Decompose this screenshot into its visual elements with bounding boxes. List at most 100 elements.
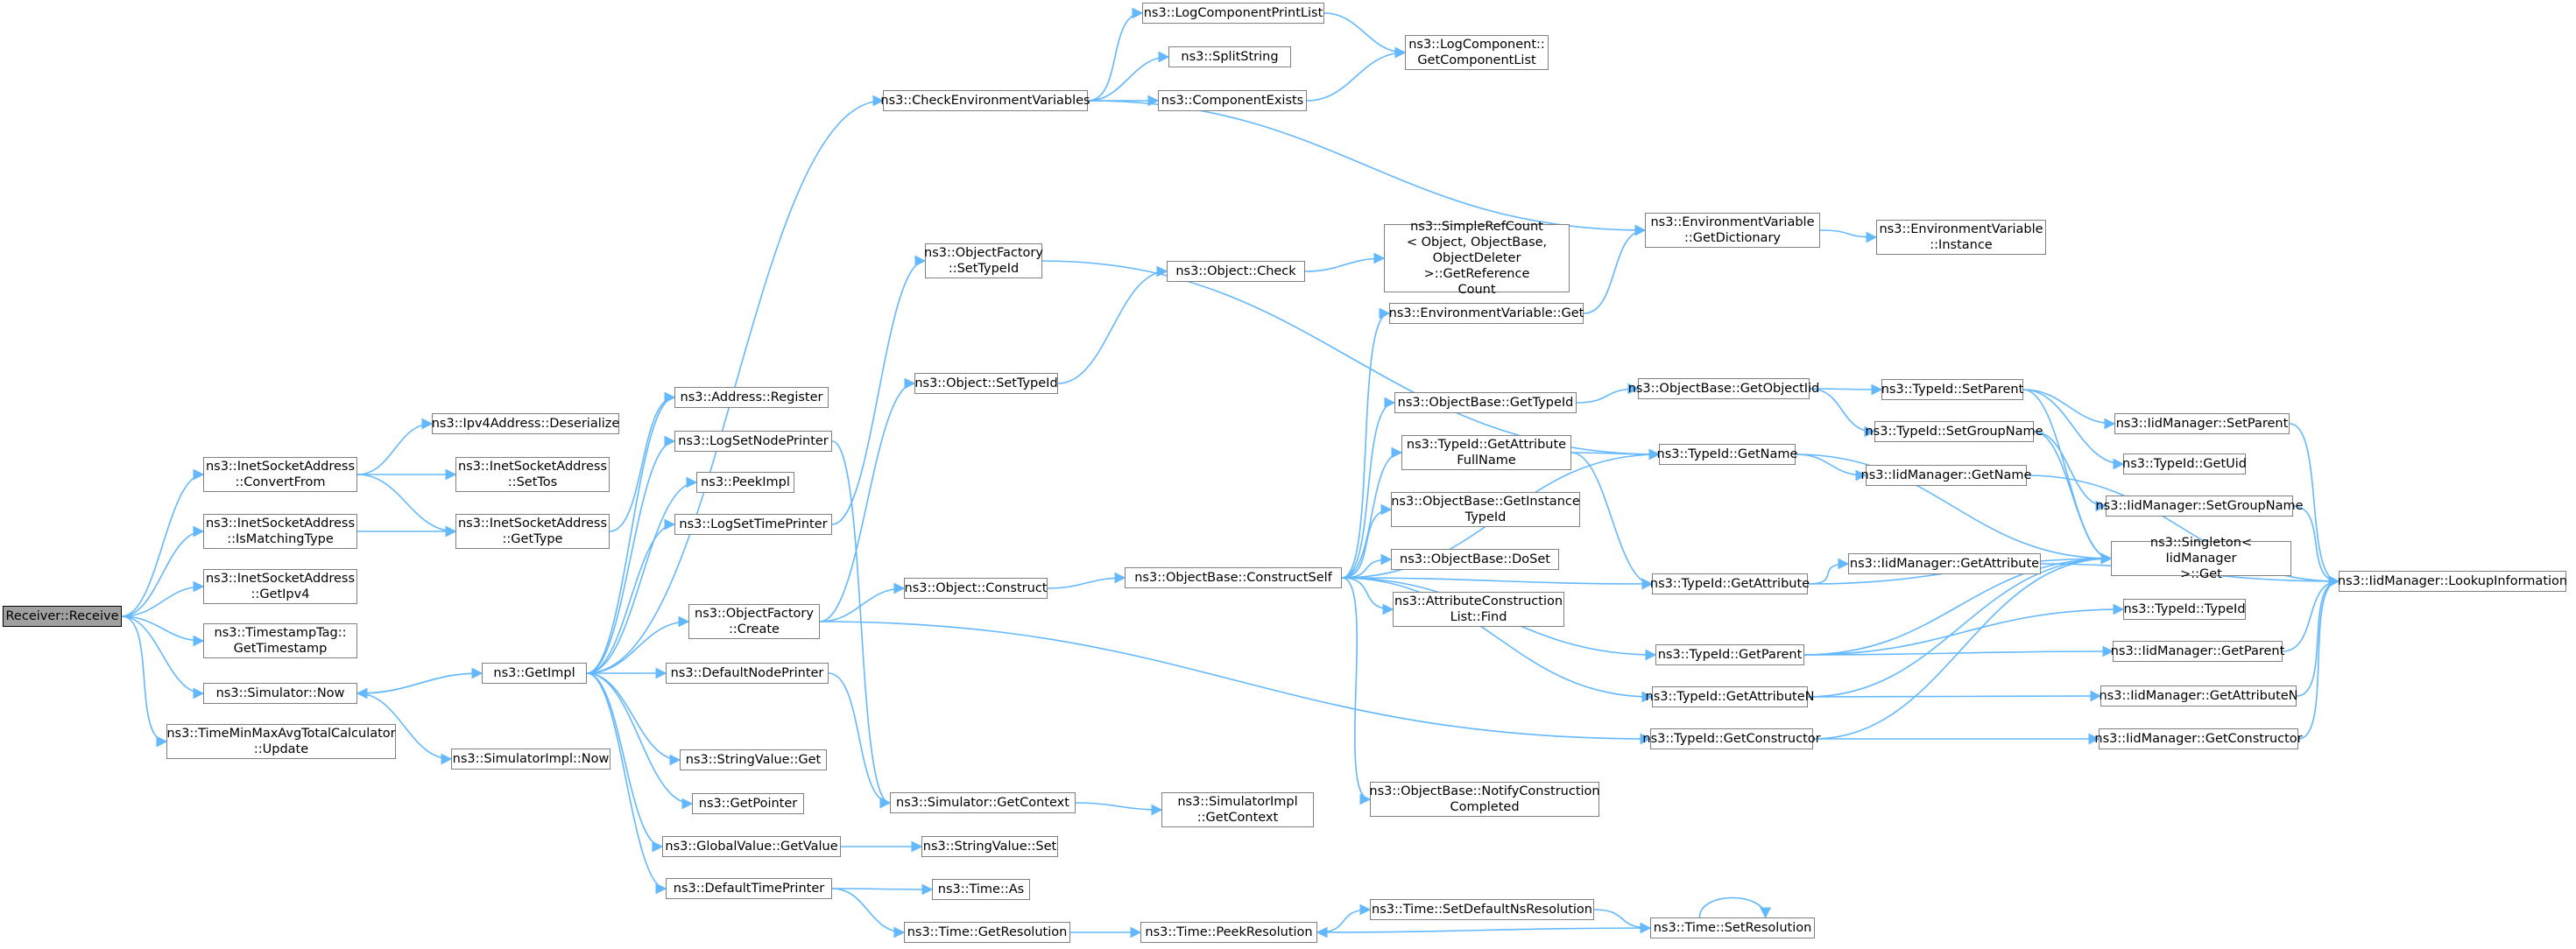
node-ns3-typeid-getuid[interactable]: ns3::TypeId::GetUid (2122, 453, 2247, 474)
node-ns3-simulator-now[interactable]: ns3::Simulator::Now (203, 683, 357, 704)
node-ns3-getpointer[interactable]: ns3::GetPointer (692, 793, 804, 814)
node-ns3-iidmanager-getattributen[interactable]: ns3::IidManager::GetAttributeN (2099, 685, 2298, 706)
node-ns3-defaultnodeprinter[interactable]: ns3::DefaultNodePrinter (666, 663, 829, 684)
node-ns3-stringvalue-get[interactable]: ns3::StringValue::Get (680, 749, 827, 770)
edge-n41-n50 (1570, 452, 1654, 590)
edge-n10-n21 (586, 672, 667, 895)
node-ns3-checkenvironmentvariables[interactable]: ns3::CheckEnvironmentVariables (880, 90, 1090, 111)
edge-n57-n60 (2033, 431, 2113, 565)
edge-n34-n40 (1341, 397, 1396, 579)
node-ns3-inetsocketaddress-convertfrom[interactable]: ns3::InetSocketAddress ::ConvertFrom (203, 457, 357, 492)
node-ns3-typeid-getconstructor[interactable]: ns3::TypeId::GetConstructor (1642, 728, 1821, 749)
node-ns3-objectfactory-create[interactable]: ns3::ObjectFactory ::Create (688, 604, 820, 639)
node-ns3-inetsocketaddress-getipv4[interactable]: ns3::InetSocketAddress ::GetIpv4 (203, 569, 357, 604)
node-ns3-typeid-setgroupname[interactable]: ns3::TypeId::SetGroupName (1865, 421, 2043, 442)
node-ns3-inetsocketaddress-gettype[interactable]: ns3::InetSocketAddress ::GetType (455, 514, 610, 549)
edge-n0-n5 (121, 615, 205, 699)
node-ns3-iidmanager-getparent[interactable]: ns3::IidManager::GetParent (2111, 641, 2284, 662)
node-ns3-stringvalue-set[interactable]: ns3::StringValue::Set (921, 836, 1058, 857)
node-ns3-ipv4address-deserialize[interactable]: ns3::Ipv4Address::Deserialize (432, 413, 619, 434)
edge-n0-n3 (121, 580, 205, 617)
node-ns3-objectbase-constructself[interactable]: ns3::ObjectBase::ConstructSelf (1125, 567, 1342, 588)
node-ns3-environmentvariable-instance[interactable]: ns3::EnvironmentVariable ::Instance (1876, 220, 2046, 255)
node-ns3-typeid-getattribute[interactable]: ns3::TypeId::GetAttribute (1650, 573, 1810, 594)
node-ns3-iidmanager-getattribute[interactable]: ns3::IidManager::GetAttribute (1848, 553, 2041, 574)
node-ns3-object-settypeid[interactable]: ns3::Object::SetTypeId (914, 373, 1058, 394)
node-ns3-typeid-getparent[interactable]: ns3::TypeId::GetParent (1655, 644, 1804, 665)
node-ns3-simulatorimpl-now[interactable]: ns3::SimulatorImpl::Now (451, 749, 610, 770)
node-ns3-time-as[interactable]: ns3::Time::As (932, 879, 1030, 900)
node-ns3-defaulttimeprinter[interactable]: ns3::DefaultTimePrinter (666, 878, 832, 899)
node-ns3-peekimpl[interactable]: ns3::PeekImpl (696, 472, 794, 493)
node-ns3-objectfactory-settypeid[interactable]: ns3::ObjectFactory ::SetTypeId (924, 243, 1043, 278)
node-ns3-singleton-iidmanager-get[interactable]: ns3::Singleton< IidManager >::Get (2111, 536, 2291, 581)
node-ns3-iidmanager-getconstructor[interactable]: ns3::IidManager::GetConstructor (2094, 728, 2303, 749)
edge-n0-n4 (121, 615, 205, 647)
edge-n15-n23 (831, 255, 927, 525)
edge-n34-n41 (1341, 446, 1403, 579)
node-ns3-timestamptag-gettimestamp[interactable]: ns3::TimestampTag:: GetTimestamp (203, 623, 357, 658)
node-ns3-iidmanager-setparent[interactable]: ns3::IidManager::SetParent (2114, 413, 2290, 434)
edge-n48-n56 (1809, 383, 1883, 396)
edge-n63-n68 (2296, 575, 2340, 697)
node-ns3-iidmanager-setgroupname[interactable]: ns3::IidManager::SetGroupName (2095, 496, 2304, 517)
node-ns3-object-construct[interactable]: ns3::Object::Construct (904, 578, 1048, 599)
node-ns3-address-register[interactable]: ns3::Address::Register (674, 387, 829, 408)
edge-n34-n42 (1341, 503, 1393, 579)
node-ns3-iidmanager-getname[interactable]: ns3::IidManager::GetName (1861, 465, 2031, 486)
edge-n10-n13 (586, 435, 676, 674)
node-ns3-time-getresolution[interactable]: ns3::Time::GetResolution (904, 922, 1070, 943)
node-ns3-logsetnodeprinter[interactable]: ns3::LogSetNodePrinter (674, 431, 832, 452)
node-ns3-objectbase-doset[interactable]: ns3::ObjectBase::DoSet (1391, 549, 1559, 570)
edge-n62-n68 (2282, 575, 2340, 652)
edge-n21-n29 (831, 888, 906, 938)
edge-n10-n15 (586, 518, 676, 674)
edge-n10-n12 (586, 391, 676, 674)
node-ns3-inetsocketaddress-ismatchingtype[interactable]: ns3::InetSocketAddress ::IsMatchingType (203, 514, 357, 549)
node-ns3-objectbase-getinstance-typeid[interactable]: ns3::ObjectBase::GetInstance TypeId (1391, 492, 1580, 527)
node-ns3-attributeconstruction-list-find[interactable]: ns3::AttributeConstruction List::Find (1393, 592, 1564, 627)
edge-n34-n44 (1341, 577, 1394, 615)
node-ns3-logcomponentprintlist[interactable]: ns3::LogComponentPrintList (1142, 3, 1324, 24)
node-ns3-logcomponent-getcomponentlist[interactable]: ns3::LogComponent:: GetComponentList (1405, 35, 1549, 70)
node-ns3-globalvalue-getvalue[interactable]: ns3::GlobalValue::GetValue (662, 836, 841, 857)
node-ns3-inetsocketaddress-settos[interactable]: ns3::InetSocketAddress ::SetTos (455, 457, 610, 492)
node-ns3-timeminmaxavgtotalcalculator-update[interactable]: ns3::TimeMinMaxAvgTotalCalculator ::Upda… (166, 724, 396, 759)
node-ns3-objectbase-getobjectiid[interactable]: ns3::ObjectBase::GetObjectIid (1628, 378, 1819, 399)
node-ns3-splitstring[interactable]: ns3::SplitString (1168, 46, 1291, 67)
node-ns3-typeid-getattributen[interactable]: ns3::TypeId::GetAttributeN (1646, 686, 1815, 707)
node-ns3-object-check[interactable]: ns3::Object::Check (1167, 261, 1305, 282)
edge-n32-n37 (1306, 46, 1407, 102)
edge-n9-n12 (609, 391, 676, 532)
node-ns3-simplerefcount-object-objectbase-objectdeleter-getreference-count[interactable]: ns3::SimpleRefCount < Object, ObjectBase… (1384, 220, 1570, 297)
node-ns3-getimpl[interactable]: ns3::GetImpl (482, 663, 587, 684)
node-ns3-simulatorimpl-getcontext[interactable]: ns3::SimulatorImpl ::GetContext (1161, 792, 1314, 827)
node-ns3-typeid-typeid[interactable]: ns3::TypeId::TypeId (2123, 599, 2246, 620)
node-ns3-iidmanager-lookupinformation[interactable]: ns3::IidManager::LookupInformation (2338, 571, 2567, 592)
node-ns3-time-peekresolution[interactable]: ns3::Time::PeekResolution (1140, 922, 1317, 943)
edge-n54-n36 (1316, 926, 1651, 938)
node-ns3-simulator-getcontext[interactable]: ns3::Simulator::GetContext (890, 792, 1076, 813)
edge-n39-n47 (1583, 224, 1647, 314)
node-ns3-objectbase-notifyconstruction-completed[interactable]: ns3::ObjectBase::NotifyConstruction Comp… (1369, 782, 1600, 817)
edge-n34-n50 (1341, 577, 1654, 590)
node-ns3-environmentvariable-getdictionary[interactable]: ns3::EnvironmentVariable ::GetDictionary (1645, 213, 1820, 248)
edge-n51-n61 (1803, 603, 2125, 656)
node-ns3-logsettimeprinter[interactable]: ns3::LogSetTimePrinter (674, 514, 832, 535)
node-ns3-componentexists[interactable]: ns3::ComponentExists (1158, 90, 1307, 111)
node-ns3-typeid-getname[interactable]: ns3::TypeId::GetName (1657, 444, 1797, 465)
node-ns3-time-setresolution[interactable]: ns3::Time::SetResolution (1650, 917, 1815, 938)
node-ns3-objectbase-gettypeid[interactable]: ns3::ObjectBase::GetTypeId (1394, 392, 1577, 413)
node-ns3-typeid-setparent[interactable]: ns3::TypeId::SetParent (1881, 379, 2023, 400)
edge-n22-n47 (1087, 100, 1647, 236)
node-ns3-typeid-getattribute-fullname[interactable]: ns3::TypeId::GetAttribute FullName (1401, 435, 1571, 470)
edge-n49-n60 (1795, 453, 2113, 565)
node-receiver-receive[interactable]: Receiver::Receive (3, 606, 122, 627)
edge-n54-n54 (1698, 896, 1771, 919)
node-ns3-environmentvariable-get[interactable]: ns3::EnvironmentVariable::Get (1389, 303, 1584, 324)
edge-n33-n38 (1304, 252, 1386, 272)
edge-n10-n19 (586, 672, 694, 810)
edge-n52-n63 (1807, 690, 2102, 702)
edge-n10-n20 (586, 672, 664, 853)
node-ns3-time-setdefaultnsresolution[interactable]: ns3::Time::SetDefaultNsResolution (1370, 899, 1594, 920)
